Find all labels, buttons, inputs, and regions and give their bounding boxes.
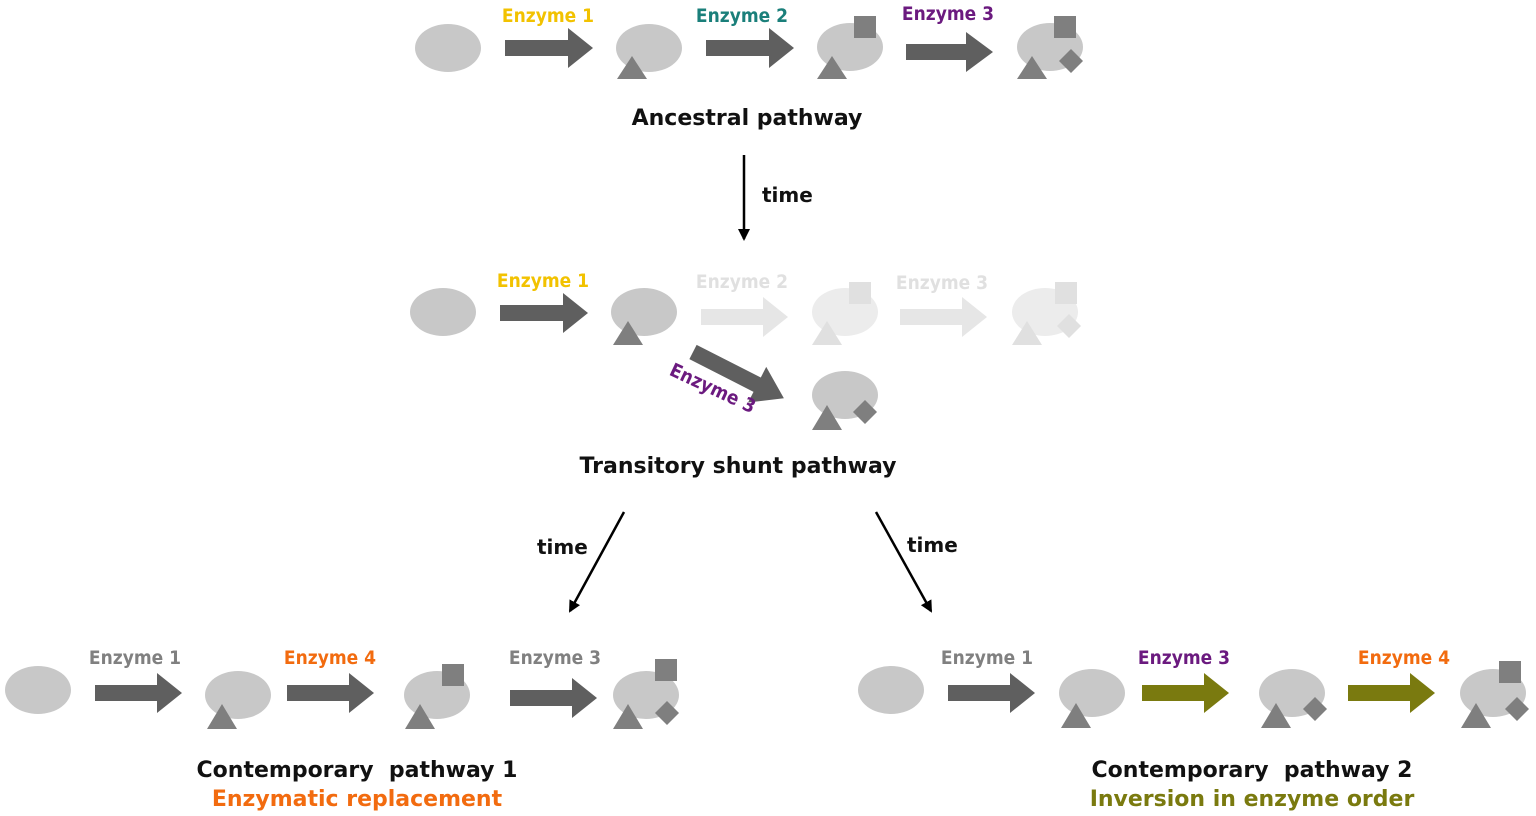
diamond-group	[1505, 697, 1529, 721]
enzyme-3-label: Enzyme 3	[902, 3, 994, 25]
reaction-arrow	[906, 32, 993, 72]
square-group	[854, 16, 876, 38]
faded-square-group	[849, 282, 871, 304]
reaction-arrow	[95, 673, 182, 713]
triangle-group	[405, 704, 435, 729]
triangle-group	[613, 321, 643, 345]
olive-reaction-arrow	[1348, 673, 1435, 713]
triangle-group	[207, 704, 237, 729]
contemporary-pathway-1: Enzyme 1 Enzyme 4 Enzyme 3 Contemporary …	[5, 647, 679, 812]
faded-diamond-group	[1057, 314, 1081, 338]
triangle-group	[1017, 56, 1047, 79]
faded-reaction-arrow	[701, 297, 788, 337]
time-arrow-left: time	[537, 511, 626, 613]
shunt-reaction-arrow	[689, 344, 784, 403]
substrate-molecule	[415, 24, 481, 72]
triangle-group	[1061, 703, 1091, 728]
square-group	[1054, 16, 1076, 38]
transitory-pathway: Enzyme 1 Enzyme 2 Enzyme 3 Enzyme 3 Tran…	[410, 270, 1081, 479]
enzyme-3-label: Enzyme 3	[1138, 647, 1230, 669]
faded-reaction-arrow	[900, 297, 987, 337]
square-group	[1499, 661, 1521, 683]
reaction-arrow	[706, 28, 794, 68]
faded-triangle-group	[812, 321, 842, 345]
intermediate-molecule	[1059, 669, 1125, 717]
triangle-group	[817, 56, 847, 79]
triangle-group	[1461, 703, 1491, 728]
enzyme-1-label: Enzyme 1	[941, 647, 1033, 669]
intermediate-molecule	[616, 24, 682, 72]
substrate-molecule	[5, 666, 71, 714]
contemporary-pathway-2-subtitle: Inversion in enzyme order	[1090, 787, 1415, 812]
reaction-arrow	[505, 28, 593, 68]
substrate-molecule	[858, 666, 924, 714]
intermediate-molecule	[205, 671, 271, 719]
ancestral-pathway-title: Ancestral pathway	[632, 106, 863, 131]
olive-reaction-arrow	[1142, 673, 1229, 713]
ancestral-pathway: Enzyme 1 Enzyme 2 Enzyme 3 Ancestral pat…	[415, 3, 1083, 131]
intermediate-molecule	[611, 288, 677, 336]
time-label: time	[762, 183, 813, 207]
transitory-pathway-title: Transitory shunt pathway	[580, 454, 897, 479]
faded-triangle-group	[1012, 321, 1042, 345]
contemporary-pathway-1-subtitle: Enzymatic replacement	[212, 787, 503, 812]
enzyme-1-label: Enzyme 1	[497, 270, 589, 292]
time-label: time	[537, 535, 588, 559]
triangle-group	[617, 56, 647, 79]
time-label: time	[907, 533, 958, 557]
time-arrow-top: time	[738, 155, 813, 241]
reaction-arrow	[948, 673, 1035, 713]
contemporary-pathway-2-title: Contemporary pathway 2	[1092, 758, 1413, 783]
diamond-group	[655, 701, 679, 725]
reaction-arrow	[287, 673, 374, 713]
enzyme-2-label: Enzyme 2	[696, 5, 788, 27]
diamond-group	[1059, 49, 1083, 73]
enzyme-4-label: Enzyme 4	[1358, 647, 1450, 669]
faded-square-group	[1055, 282, 1077, 304]
faded-enzyme-3-label: Enzyme 3	[896, 272, 988, 294]
enzyme-1-label: Enzyme 1	[502, 5, 594, 27]
substrate-molecule	[410, 288, 476, 336]
enzyme-3-label: Enzyme 3	[509, 647, 601, 669]
time-arrow-right: time	[874, 511, 958, 613]
diamond-group	[1303, 697, 1327, 721]
enzyme-1-label: Enzyme 1	[89, 647, 181, 669]
square-group	[442, 664, 464, 686]
enzyme-4-label: Enzyme 4	[284, 647, 376, 669]
reaction-arrow	[510, 678, 597, 718]
triangle-group	[613, 704, 643, 729]
faded-enzyme-2-label: Enzyme 2	[696, 271, 788, 293]
reaction-arrow	[500, 293, 588, 333]
square-group	[655, 659, 677, 681]
contemporary-pathway-1-title: Contemporary pathway 1	[197, 758, 518, 783]
contemporary-pathway-2: Enzyme 1 Enzyme 3 Enzyme 4 Contemporary …	[858, 647, 1529, 812]
triangle-group	[1261, 703, 1291, 728]
triangle-group	[812, 405, 842, 430]
diamond-group	[853, 400, 877, 424]
